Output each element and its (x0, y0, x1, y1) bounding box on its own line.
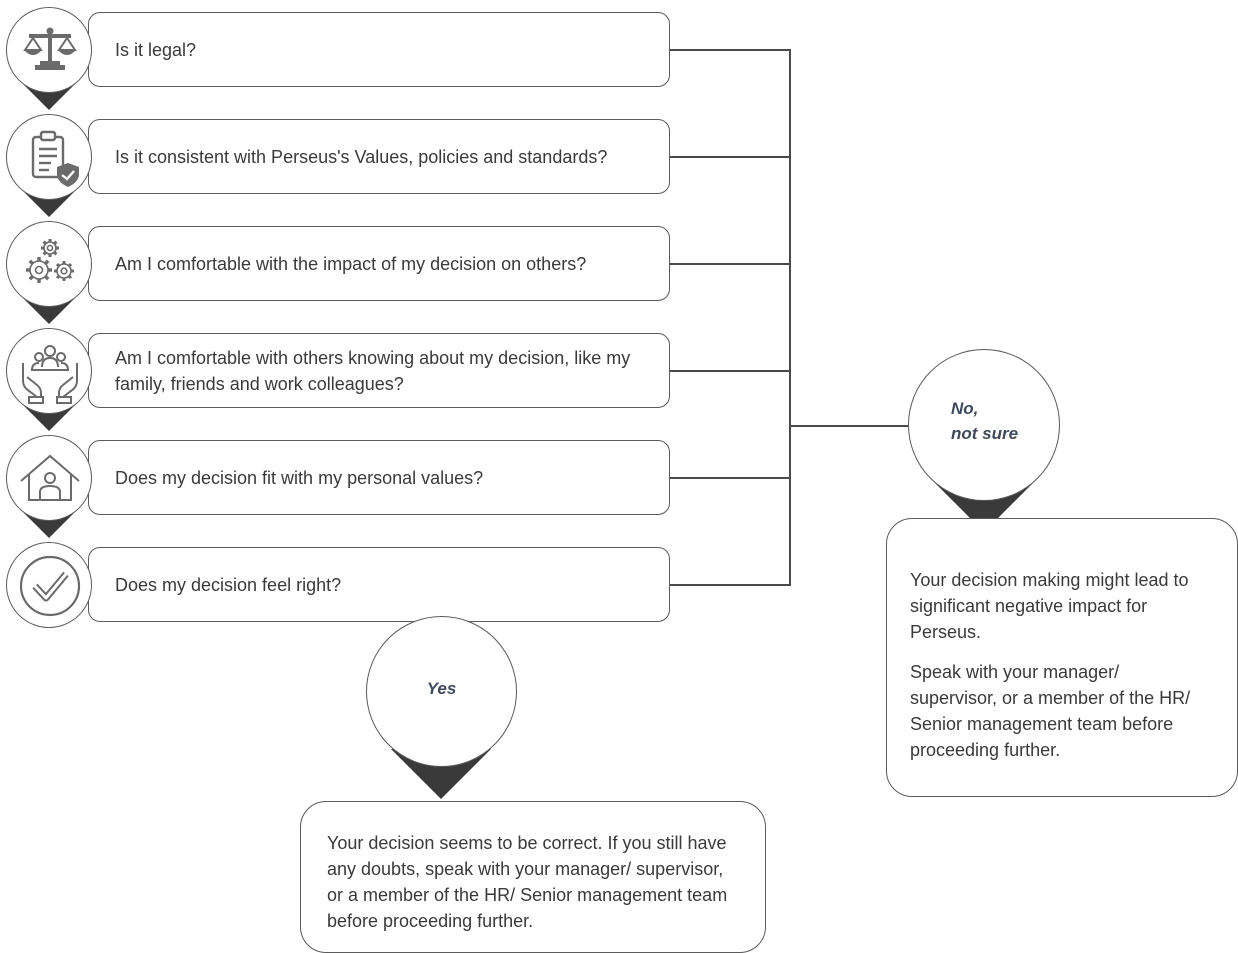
clipboard-shield-icon (31, 130, 79, 187)
question-text: Is it consistent with Perseus's Values, … (115, 146, 608, 167)
no-result-box: Your decision making might lead to signi… (886, 518, 1238, 797)
no-result-text-2: Speak with your manager/ supervisor, or … (910, 662, 1191, 760)
people-hands-icon (22, 345, 78, 404)
icon-circle (6, 542, 92, 628)
question-box: Is it consistent with Perseus's Values, … (88, 119, 670, 194)
question-box: Am I comfortable with the impact of my d… (88, 226, 670, 301)
yes-result-box: Your decision seems to be correct. If yo… (300, 801, 766, 953)
no-label-line2: not sure (951, 424, 1019, 443)
question-box: Am I comfortable with others knowing abo… (88, 333, 670, 408)
icon-circle (6, 328, 92, 414)
checkmark-circle-icon (19, 555, 81, 617)
no-label-line1: No, (951, 399, 979, 418)
scales-icon (23, 27, 77, 70)
question-text: Does my decision feel right? (115, 574, 342, 595)
yes-circle: Yes (366, 616, 517, 767)
yes-result-text: Your decision seems to be correct. If yo… (327, 833, 728, 931)
icon-circle (6, 114, 92, 200)
no-circle: No, not sure (908, 349, 1060, 501)
icon-circle (6, 221, 92, 307)
question-box: Does my decision feel right? (88, 547, 670, 622)
yes-label: Yes (426, 679, 457, 698)
question-text: Is it legal? (115, 39, 197, 60)
question-text: Does my decision fit with my personal va… (115, 467, 484, 488)
icon-circle (6, 7, 92, 93)
question-text: Am I comfortable with the impact of my d… (115, 253, 587, 274)
question-box: Is it legal? (88, 12, 670, 87)
gears-icon (26, 239, 74, 283)
question-box: Does my decision fit with my personal va… (88, 440, 670, 515)
icon-circle (6, 435, 92, 521)
house-person-icon (20, 454, 80, 501)
question-text: Am I comfortable with others knowing abo… (115, 347, 631, 394)
no-result-text-1: Your decision making might lead to signi… (910, 570, 1189, 642)
